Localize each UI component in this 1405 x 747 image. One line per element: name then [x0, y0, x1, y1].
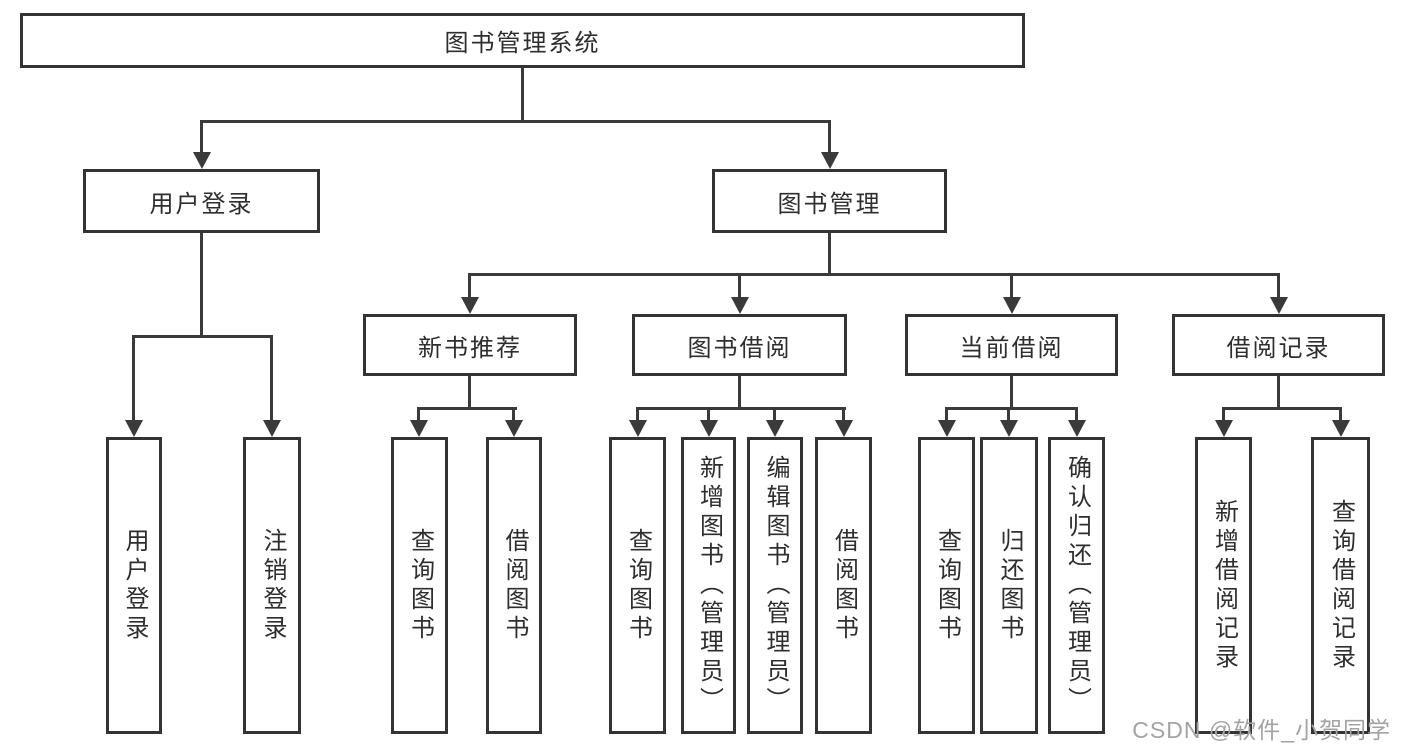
connector-root-bar [200, 120, 831, 123]
node-user-login: 用户登录 [83, 169, 320, 233]
arrow-down-new-book-recommendation [460, 273, 479, 314]
node-add-books-admin: 新增图书（管理员） [681, 437, 736, 734]
node-add-borrow-record: 新增借阅记录 [1195, 437, 1252, 734]
arrow-down-confirm-return [1067, 407, 1086, 437]
connector-new-book-bar [417, 407, 517, 410]
arrow-down-borrowing-records [1269, 273, 1288, 314]
node-borrow-books-borrow: 借阅图书 [815, 437, 872, 734]
node-logout-leaf: 注销登录 [243, 437, 301, 734]
node-return-books: 归还图书 [980, 437, 1038, 734]
node-current-borrowing: 当前借阅 [905, 314, 1118, 376]
node-borrowing-records: 借阅记录 [1172, 314, 1385, 376]
node-query-books-borrow: 查询图书 [609, 437, 666, 734]
arrow-down-book-borrowing [730, 273, 749, 314]
connector-current-bar [945, 407, 1078, 410]
arrow-down-user-login [192, 120, 211, 169]
connector-user-login-bar [132, 335, 273, 338]
node-library-management-system: 图书管理系统 [20, 13, 1025, 68]
arrow-down-user-login-leaf [124, 335, 143, 437]
node-borrow-books-recommend: 借阅图书 [486, 437, 542, 734]
connector-user-login-stub [200, 233, 203, 335]
arrow-down-borrow-books-1 [504, 407, 523, 437]
arrow-down-edit-books [765, 407, 784, 437]
connector-book-management-stub [828, 233, 831, 273]
arrow-down-logout-leaf [262, 335, 281, 437]
arrow-down-add-borrow-record [1214, 407, 1233, 437]
connector-book-management-bar [468, 273, 1280, 276]
arrow-down-return-books [999, 407, 1018, 437]
node-confirm-return-admin: 确认归还（管理员） [1048, 437, 1105, 734]
arrow-down-query-books-3 [937, 407, 956, 437]
arrow-down-book-management [820, 120, 839, 169]
connector-records-bar [1222, 407, 1342, 410]
connector-new-book-stub [468, 376, 471, 407]
csdn-watermark: CSDN @软件_小贺同学 [1132, 717, 1391, 743]
node-query-books-current: 查询图书 [918, 437, 975, 734]
arrow-down-query-books-2 [628, 407, 647, 437]
connector-borrowing-stub [738, 376, 741, 407]
arrow-down-query-borrow-record [1331, 407, 1350, 437]
node-book-management: 图书管理 [712, 169, 947, 233]
node-query-borrow-record: 查询借阅记录 [1311, 437, 1370, 734]
arrow-down-query-books-1 [409, 407, 428, 437]
connector-current-stub [1010, 376, 1013, 407]
arrow-down-add-books [699, 407, 718, 437]
connector-borrowing-bar [636, 407, 846, 410]
connector-root-stub [521, 68, 524, 120]
node-user-login-leaf: 用户登录 [106, 437, 162, 734]
connector-records-stub [1277, 376, 1280, 407]
node-edit-books-admin: 编辑图书（管理员） [747, 437, 803, 734]
node-query-books-recommend: 查询图书 [391, 437, 448, 734]
arrow-down-borrow-books-2 [834, 407, 853, 437]
arrow-down-current-borrowing [1002, 273, 1021, 314]
node-new-book-recommendation: 新书推荐 [363, 314, 577, 376]
node-book-borrowing: 图书借阅 [632, 314, 847, 376]
